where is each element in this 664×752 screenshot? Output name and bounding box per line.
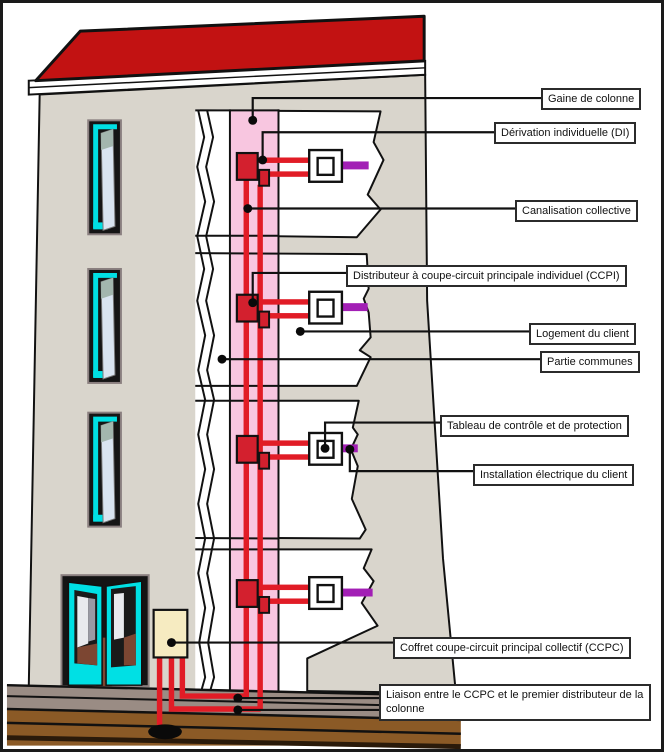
label-liaison-ccpc-colonne: Liaison entre le CCPC et le premier dist… (379, 684, 651, 721)
label-installation-electrique: Installation électrique du client (473, 464, 635, 487)
callout-dots (167, 115, 355, 715)
floor-boundaries (195, 109, 280, 551)
label-partie-communes: Partie communes (540, 351, 640, 374)
fuse-icon (258, 451, 271, 470)
control-panel-icon (308, 148, 344, 183)
label-tableau-de-controle: Tableau de contrôle et de protection (440, 415, 629, 438)
fuse-icon (258, 168, 271, 187)
purple-wire-icon (341, 303, 368, 312)
fuse-icon (258, 595, 271, 614)
building-illustration (6, 14, 558, 749)
ccpi-device-icon (235, 579, 259, 608)
window-icon (87, 119, 122, 528)
service-connection (148, 608, 261, 740)
earth-connection-icon (148, 724, 182, 740)
control-panel-icon (308, 575, 344, 611)
label-distributeur-ccpi: Distributeur à coupe-circuit principale … (346, 265, 627, 288)
callout-lines (171, 96, 558, 712)
label-canalisation-collective: Canalisation collective (515, 200, 638, 223)
ccpc-box-icon (152, 608, 189, 659)
purple-wire-icon (341, 161, 369, 170)
ccpi-device-icon (235, 434, 259, 464)
label-derivation-individuelle: Dérivation individuelle (DI) (494, 122, 637, 145)
roof-icon (27, 14, 427, 96)
label-logement-du-client: Logement du client (529, 323, 636, 346)
label-gaine-de-colonne: Gaine de colonne (541, 88, 642, 111)
label-coffret-ccpc: Coffret coupe-circuit principal collecti… (393, 637, 631, 660)
door-icon (60, 574, 150, 688)
ground (6, 683, 461, 749)
purple-wire-icon (341, 588, 373, 597)
ccpi-device-icon (235, 151, 259, 181)
fuse-icon (258, 310, 271, 329)
control-panel-icon (308, 290, 344, 325)
